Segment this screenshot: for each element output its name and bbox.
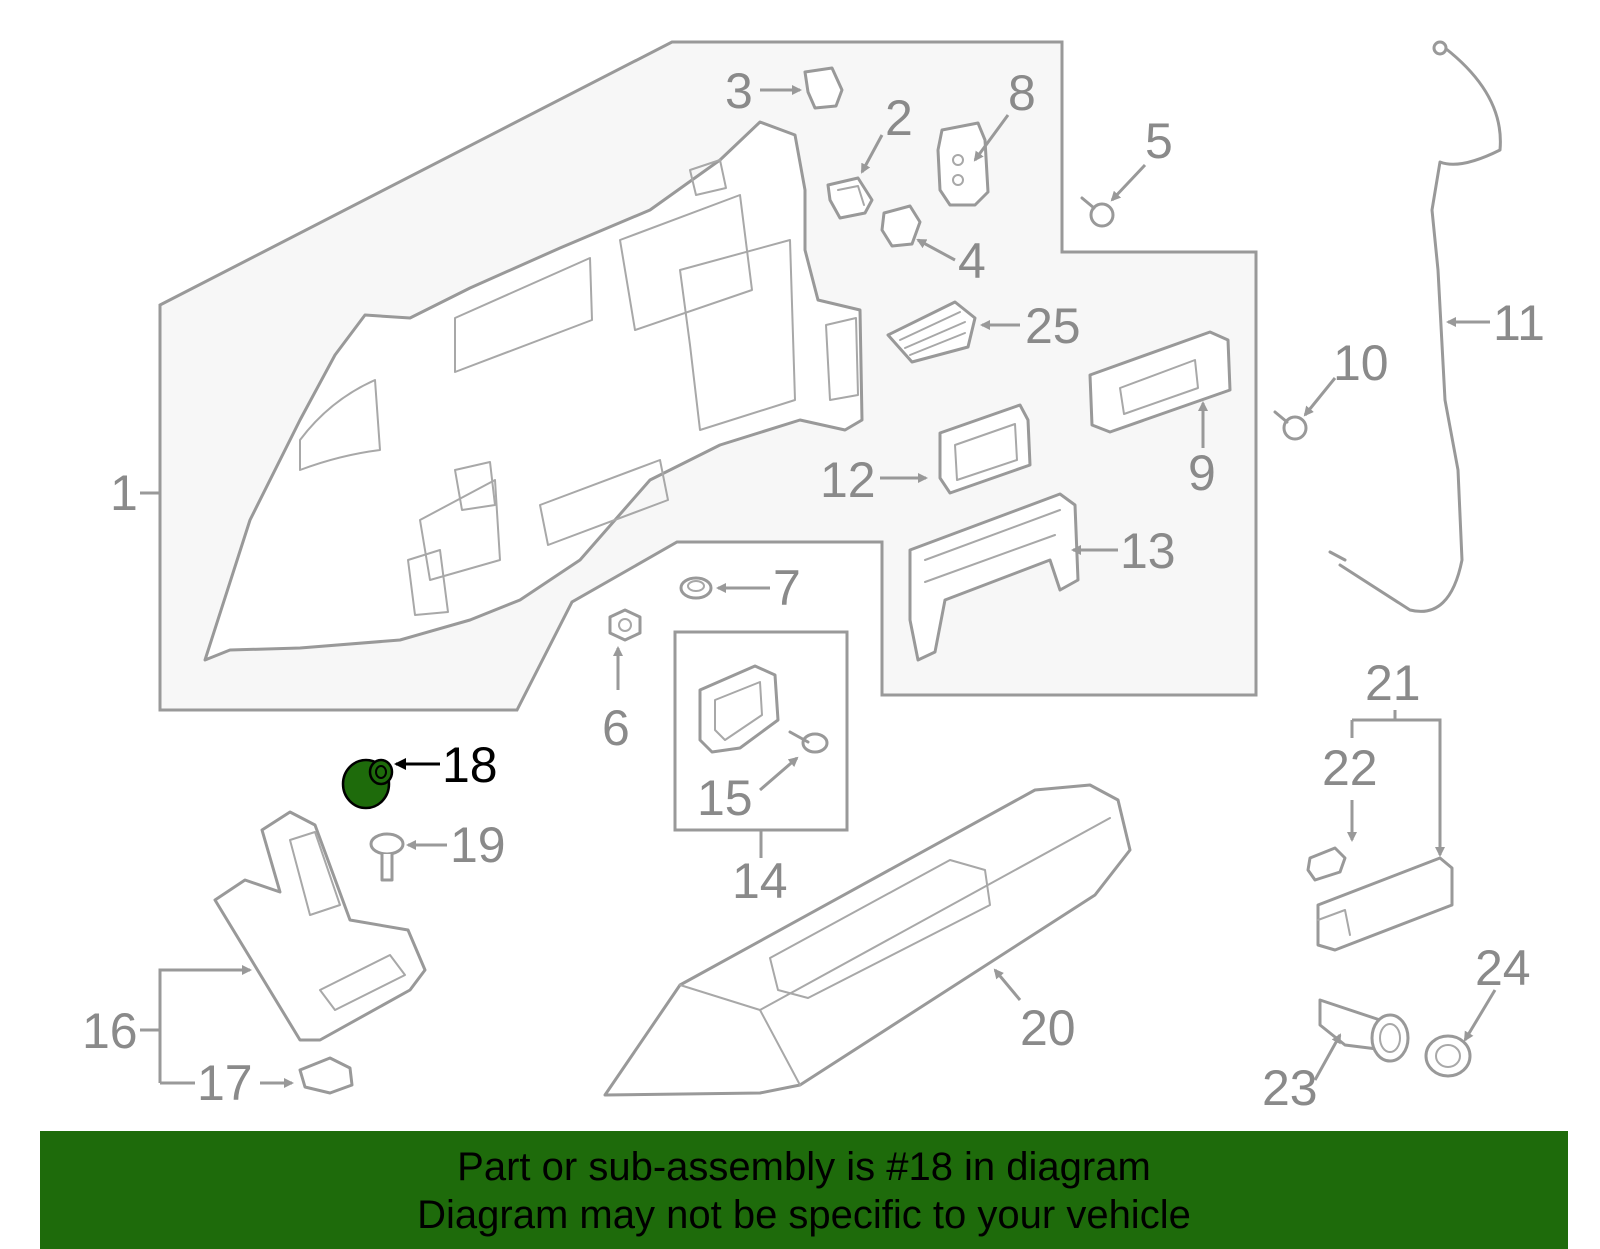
callout-21: 21 [1365, 655, 1421, 711]
callout-11: 11 [1493, 295, 1545, 351]
part-4-clip [880, 204, 922, 248]
callout-14: 14 [732, 853, 788, 909]
callout-8: 8 [1008, 65, 1036, 121]
part-21-lamp [1316, 856, 1454, 952]
callout-16: 16 [82, 1003, 138, 1059]
part-20-sill-plate [603, 783, 1132, 1097]
part-22-bulb [1306, 846, 1347, 882]
callout-7: 7 [773, 560, 801, 616]
part-19-bolt [369, 832, 405, 882]
callout-5: 5 [1145, 113, 1173, 169]
callout-20: 20 [1020, 1000, 1076, 1056]
callout-12: 12 [820, 452, 876, 508]
part-3-clip [803, 66, 844, 110]
leader-lines [140, 85, 1497, 1088]
callout-24: 24 [1475, 940, 1531, 996]
callout-23: 23 [1262, 1060, 1318, 1116]
part-23-socket [1318, 998, 1410, 1063]
callout-22: 22 [1322, 740, 1378, 796]
callout-1: 1 [110, 465, 138, 521]
part-14-handle [698, 664, 780, 754]
part-10-screw [1273, 410, 1308, 441]
callout-numbers: 1 2 3 4 5 6 7 8 9 10 11 12 13 14 15 16 1… [82, 63, 1545, 1116]
callout-19: 19 [450, 817, 506, 873]
part-5-screw [1080, 196, 1115, 228]
callout-15: 15 [697, 770, 753, 826]
callout-3: 3 [725, 63, 753, 119]
part-7-grommet [679, 576, 713, 600]
part-25-grille [886, 300, 977, 364]
part-6-nut [608, 608, 642, 642]
callout-9: 9 [1188, 445, 1216, 501]
part-17-clip [298, 1056, 354, 1095]
part-8-bracket [936, 121, 990, 207]
callout-6: 6 [602, 700, 630, 756]
callout-10: 10 [1333, 335, 1389, 391]
callout-25: 25 [1025, 298, 1081, 354]
part-11-cable [1328, 40, 1502, 613]
part-12-cover [938, 403, 1032, 495]
callout-4: 4 [958, 233, 986, 289]
part-15-screw [788, 730, 829, 754]
quarter-trim-panel [203, 120, 864, 662]
part-2-clip [826, 176, 874, 220]
banner-line-part: Part or sub-assembly is #18 in diagram [457, 1145, 1151, 1189]
callout-2: 2 [885, 90, 913, 146]
part-13-trim [908, 492, 1080, 662]
banner-line-disclaimer: Diagram may not be specific to your vehi… [417, 1193, 1191, 1237]
part-9-lamp-housing [1088, 330, 1232, 434]
info-banner: Part or sub-assembly is #18 in diagram D… [40, 1131, 1568, 1249]
part-16-bracket [213, 810, 427, 1042]
callout-13: 13 [1120, 523, 1176, 579]
callout-18: 18 [442, 737, 498, 793]
callout-17: 17 [197, 1055, 253, 1111]
part-24-cap [1424, 1034, 1472, 1078]
part-18-fastener [341, 758, 394, 810]
